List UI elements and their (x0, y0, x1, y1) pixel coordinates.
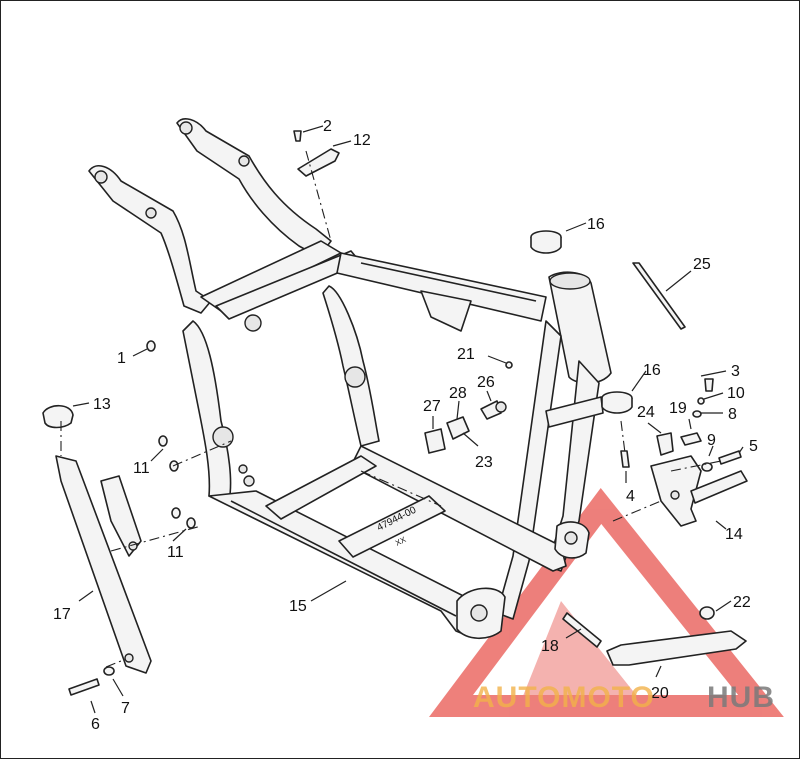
bolt-6 (68, 678, 100, 696)
grommet-1 (146, 340, 156, 352)
plug-cap (42, 404, 74, 429)
callout-23: 23 (475, 454, 493, 471)
screw-3 (704, 378, 714, 392)
callout-13: 13 (93, 396, 111, 413)
watermark-text-hub: HUB (707, 681, 775, 714)
nut-21 (505, 361, 513, 369)
callout-1: 1 (117, 350, 126, 367)
callout-15: 15 (289, 598, 307, 615)
screw-small (293, 130, 302, 142)
callout-6: 6 (91, 716, 100, 733)
spring-18 (562, 612, 602, 648)
callout-17: 17 (53, 606, 71, 623)
assembly-lines (60, 150, 722, 668)
callout-26: 26 (477, 374, 495, 391)
callout-12: 12 (353, 132, 371, 149)
callout-19: 19 (669, 400, 687, 417)
washer-7 (103, 666, 115, 676)
stand-tip-22 (699, 606, 715, 620)
callout-10: 10 (727, 385, 745, 402)
callout-22: 22 (733, 594, 751, 611)
frame-stamp-sub: XX (394, 535, 408, 548)
callout-5: 5 (749, 438, 758, 455)
side-cover (55, 455, 152, 674)
washer-8 (692, 410, 702, 418)
callout-14: 14 (725, 526, 743, 543)
callout-2: 2 (323, 118, 332, 135)
washer-19 (680, 432, 702, 446)
bearing-cup-lower (601, 391, 633, 414)
callout-25: 25 (693, 256, 711, 273)
lockwasher-10 (697, 397, 705, 405)
cable-strap (632, 262, 686, 330)
spring-post-24 (656, 432, 674, 456)
callout-21: 21 (457, 346, 475, 363)
grommets-11 (158, 435, 196, 529)
callout-11-lower: 11 (167, 544, 184, 561)
callout-4: 4 (626, 488, 635, 505)
callout-20: 20 (651, 685, 669, 702)
callout-11-upper: 11 (133, 460, 150, 477)
callout-18: 18 (541, 638, 559, 655)
callout-16-upper: 16 (587, 216, 605, 233)
bolt-5 (718, 450, 742, 465)
callout-8: 8 (728, 406, 737, 423)
callout-labels: 1 2 3 4 5 6 7 8 9 10 11 11 12 13 14 15 1… (53, 118, 758, 733)
callout-16-lower: 16 (643, 362, 661, 379)
watermark-text: AUTOMOTO HUB (473, 681, 775, 714)
bearing-cup-upper (530, 230, 562, 254)
washer-9 (701, 462, 713, 472)
pin-4 (620, 450, 630, 468)
callout-24: 24 (637, 404, 655, 421)
callout-9: 9 (707, 432, 716, 449)
callout-3: 3 (731, 363, 740, 380)
callout-7: 7 (121, 700, 130, 717)
frame-main: 47944-00 XX (88, 118, 612, 640)
watermark-text-primary: AUTOMOTO (473, 681, 655, 714)
kickstand-bracket (650, 455, 748, 527)
leader-lines (72, 125, 744, 714)
callout-27: 27 (423, 398, 441, 415)
callout-28: 28 (449, 385, 467, 402)
clip-bracket (297, 148, 340, 177)
watermark-logo (429, 488, 784, 717)
jiffy-stand-leg (606, 630, 747, 666)
